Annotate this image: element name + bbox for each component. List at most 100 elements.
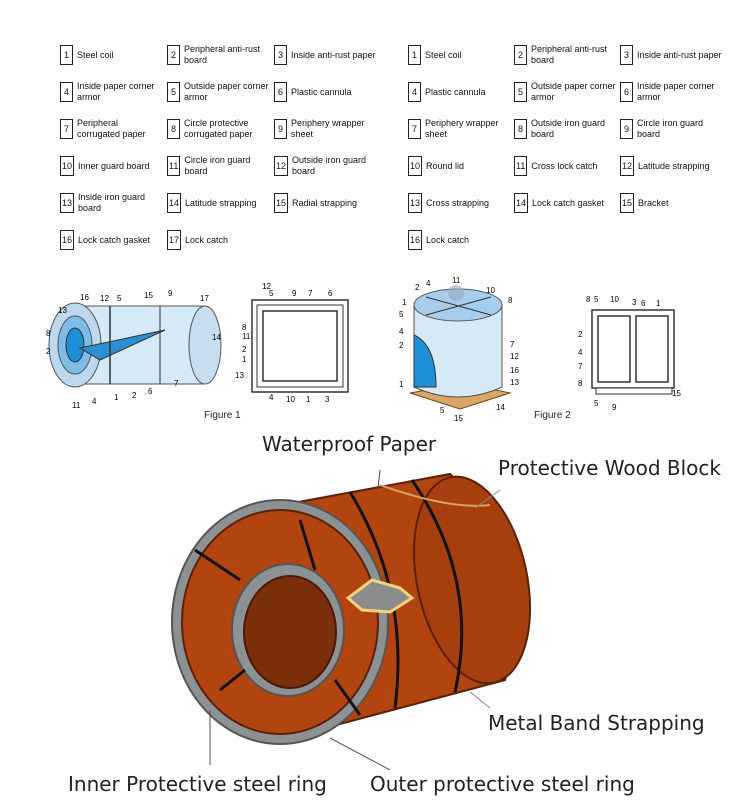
- callout-label: 15: [144, 291, 153, 300]
- section-outer: [251, 299, 349, 393]
- plastic-cannula: [78, 329, 166, 361]
- legend-number: 11: [167, 156, 181, 176]
- callout-label: 5: [117, 294, 122, 303]
- label-waterproof-paper: Waterproof Paper: [262, 432, 437, 456]
- callout-label: 2: [578, 330, 583, 339]
- legend-number: 5: [514, 82, 527, 102]
- legend-number: 2: [167, 45, 180, 65]
- figure-2-coil-diagram: 11 2 4 10 8 1 5 4 2 7 12 16 13 1 5 15 14: [399, 276, 519, 423]
- callout-label: 6: [148, 387, 153, 396]
- legend-label: Inside anti-rust paper: [637, 49, 722, 60]
- callout-line: [469, 691, 491, 709]
- legend-label: Periphery wrapper sheet: [425, 118, 499, 139]
- legend-label: Lock catch gasket: [78, 234, 151, 245]
- callout-label: 10: [286, 395, 295, 404]
- legend-label: Lock catch: [426, 234, 470, 245]
- callout-label: 13: [58, 306, 67, 315]
- callout-label: 4: [399, 327, 404, 336]
- callout-label: 3: [325, 395, 330, 404]
- callout-label: 14: [212, 333, 221, 342]
- metal-band: [219, 668, 246, 692]
- legend-number: 12: [620, 156, 635, 176]
- coil-bore: [243, 575, 337, 689]
- callout-label: 2: [46, 347, 51, 356]
- callout-label: 15: [672, 389, 681, 398]
- legend-label: Outside iron guard board: [292, 155, 367, 176]
- legend-number: 9: [620, 119, 633, 139]
- legend-label: Latitude strapping: [638, 160, 710, 171]
- legend-label: Bracket: [638, 197, 669, 208]
- legend-label: Cross lock catch: [531, 160, 598, 171]
- figure-1-section-diagram: 12 5 9 7 6 8 11 2 1 13 4 10 1 3: [235, 282, 349, 404]
- figure-2-coil-callouts: 11 2 4 10 8 1 5 4 2 7 12 16 13 1 5 15 14: [399, 276, 519, 423]
- callout-label: 11: [452, 276, 461, 285]
- label-metal-band-strapping: Metal Band Strapping: [488, 711, 705, 735]
- callout-label: 1: [242, 355, 247, 364]
- legend-item: 1 Steel coil: [60, 38, 162, 72]
- figure-2-section-diagram: 8 5 10 3 6 1 2 4 7 8 5 9 15: [578, 295, 681, 412]
- metal-band: [333, 679, 362, 716]
- callout-label: 3: [632, 298, 637, 307]
- callout-label: 1: [306, 395, 311, 404]
- legend-label: Lock catch: [185, 234, 229, 245]
- coil-back-end: [412, 475, 532, 685]
- coil-back-end: [188, 305, 222, 385]
- legend-number: 14: [167, 193, 182, 213]
- legend-number: 15: [274, 193, 289, 213]
- label-outer-protective-steel-ring: Outer protective steel ring: [370, 772, 635, 796]
- section-left-cell: [597, 315, 631, 383]
- legend-number: 12: [274, 156, 289, 176]
- legend-label: Plastic cannula: [425, 86, 486, 97]
- legend-number: 10: [408, 156, 423, 176]
- callout-label: 5: [594, 399, 599, 408]
- legend-number: 13: [408, 193, 423, 213]
- legend-number: 1: [60, 45, 73, 65]
- figure-2-caption: Figure 2: [534, 410, 571, 421]
- callout-label: 5: [440, 406, 445, 415]
- wood-block-edge: [379, 484, 491, 507]
- callout-label: 8: [242, 323, 247, 332]
- legend-number: 6: [620, 82, 633, 102]
- callout-line: [474, 489, 501, 509]
- callout-label: 7: [510, 340, 515, 349]
- legend-number: 5: [167, 82, 180, 102]
- legend-number: 6: [274, 82, 287, 102]
- callout-label: 10: [486, 286, 495, 295]
- legend-label: Circle iron guard board: [637, 118, 704, 139]
- legend-number: 16: [60, 230, 75, 250]
- callout-label: 11: [242, 332, 251, 341]
- callout-label: 1: [114, 393, 119, 402]
- legend-label: Steel coil: [425, 49, 462, 60]
- legend-item: 3 Inside anti-rust paper: [620, 38, 722, 72]
- callout-line: [329, 737, 391, 770]
- lock-catch-highlight: [448, 285, 464, 301]
- callout-label: 16: [510, 366, 519, 375]
- callout-label: 1: [399, 380, 404, 389]
- figure-1-caption: Figure 1: [204, 410, 241, 421]
- callout-label: 5: [399, 310, 404, 319]
- callout-label: 1: [656, 299, 661, 308]
- callout-label: 15: [454, 414, 463, 423]
- callout-label: 7: [174, 379, 179, 388]
- legend-number: 3: [620, 45, 633, 65]
- callout-label: 8: [586, 295, 591, 304]
- legend-number: 7: [60, 119, 73, 139]
- callout-label: 8: [578, 379, 583, 388]
- callout-label: 5: [594, 295, 599, 304]
- legend-label: Steel coil: [77, 49, 114, 60]
- legend-label: Radial strapping: [292, 197, 358, 208]
- callout-label: 13: [510, 378, 519, 387]
